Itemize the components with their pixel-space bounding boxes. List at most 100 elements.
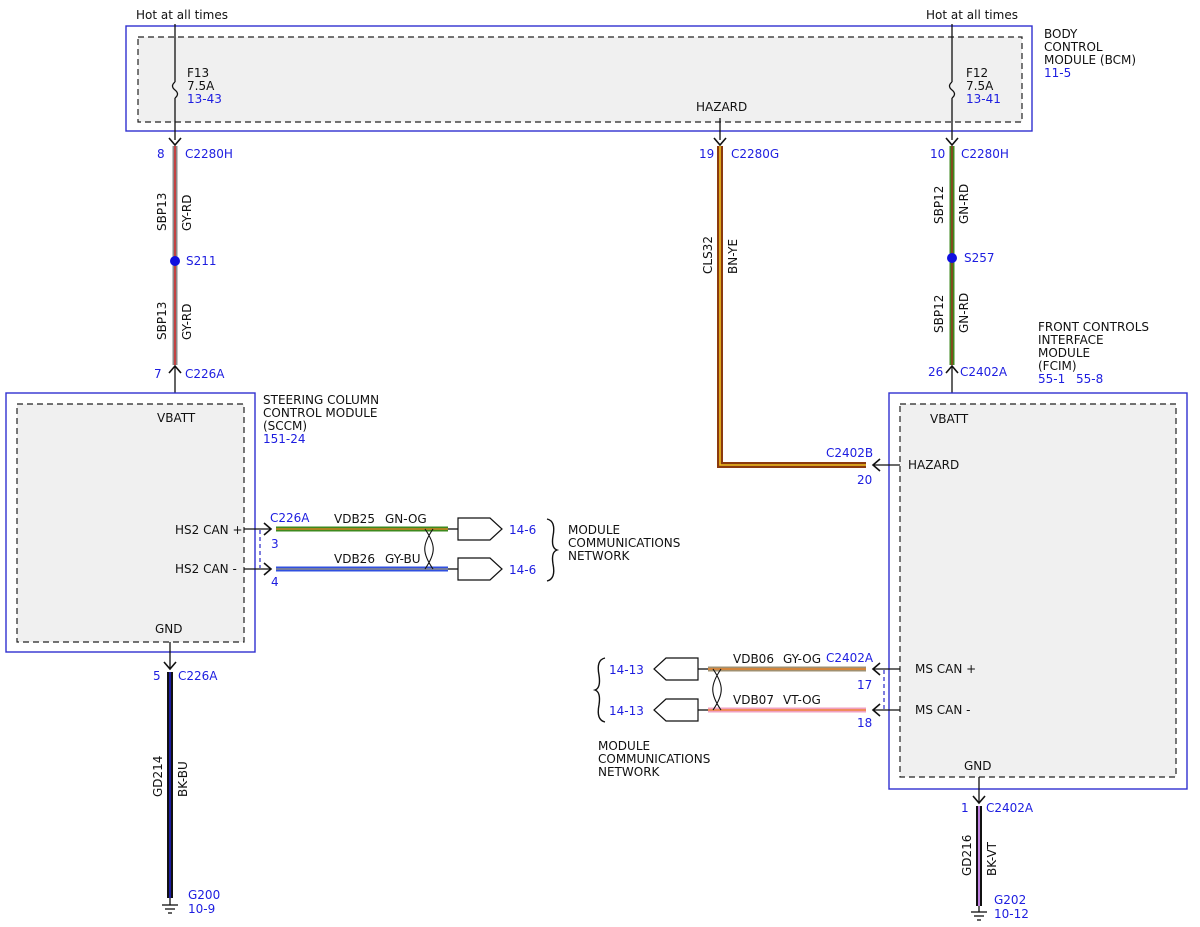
c2402b-pin: 20 xyxy=(857,473,872,487)
fuse-f12-rating: 7.5A xyxy=(966,79,994,93)
ms-plus-flag xyxy=(653,657,699,681)
c226a-gnd-name: C226A xyxy=(178,669,218,683)
ms-can-bus: C2402A 17 18 VDB06 GY-OG VDB07 VT-OG 14-… xyxy=(592,651,900,779)
bcm-name-line-3: MODULE (BCM) xyxy=(1044,53,1136,67)
fcim-pin-vbatt: VBATT xyxy=(930,412,969,426)
fuse-f13-name: F13 xyxy=(187,66,209,80)
c226a-gnd-pin: 5 xyxy=(153,669,161,683)
hs2-minus-flag xyxy=(457,557,503,581)
c2280h-right-pin: 10 xyxy=(930,147,945,161)
fcim-name-line-4: (FCIM) xyxy=(1038,359,1077,373)
ground-circuit-gd214: 5 C226A GD214 BK-BU G200 10-9 xyxy=(151,642,220,916)
hot-label-right: Hot at all times xyxy=(926,8,1018,22)
sccm-name-line-2: CONTROL MODULE xyxy=(263,406,378,420)
sccm-module: VBATT HS2 CAN + HS2 CAN - GND STEERING C… xyxy=(5,392,379,653)
fuse-f12-symbol xyxy=(948,81,956,99)
connector-c2280h-left-arrow xyxy=(168,137,182,147)
wire-gd214-color: BK-BU xyxy=(176,761,190,797)
c2280h-left-pin: 8 xyxy=(157,147,165,161)
c2280h-left-name: C2280H xyxy=(185,147,233,161)
ms-minus-flag xyxy=(653,698,699,722)
fcim-inner-box xyxy=(899,403,1177,778)
fuse-f13-ref: 13-43 xyxy=(187,92,222,106)
connector-c2280h-right-arrow xyxy=(945,137,959,147)
fcim-pin-hazard: HAZARD xyxy=(908,458,959,472)
wire-sbp13-upper-circuit: SBP13 xyxy=(155,193,169,231)
fcim-pin-gnd: GND xyxy=(964,759,992,773)
wire-cls32: CLS32 BN-YE xyxy=(701,146,866,468)
splice-s257-label: S257 xyxy=(964,251,995,265)
hs2-plus-flag xyxy=(457,517,503,541)
fuse-f12: F12 7.5A 13-41 xyxy=(948,24,1001,140)
ground-g200-name: G200 xyxy=(188,888,220,902)
c2402a-gnd-name: C2402A xyxy=(986,801,1034,815)
wire-vdb25-color: GN-OG xyxy=(385,512,427,526)
connector-c226a-can-minus-arrow xyxy=(263,562,273,576)
fcim-name-line-1: FRONT CONTROLS xyxy=(1038,320,1149,334)
bcm-name-line-2: CONTROL xyxy=(1044,40,1103,54)
sccm-pin-hs2-can-minus: HS2 CAN - xyxy=(175,562,237,576)
c2402a-top-pin: 26 xyxy=(928,365,943,379)
fcim-name-line-3: MODULE xyxy=(1038,346,1090,360)
wire-vdb26-circuit: VDB26 xyxy=(334,552,375,566)
sccm-inner-box xyxy=(16,403,245,643)
ms-network-line-1: MODULE xyxy=(598,739,650,753)
c2402a-can-pin-minus: 18 xyxy=(857,716,872,730)
ms-minus-flag-ref: 14-13 xyxy=(609,704,644,718)
bcm-hazard-label: HAZARD xyxy=(696,100,747,114)
ground-g202-name: G202 xyxy=(994,893,1026,907)
connector-c2402a-can-minus-arrow xyxy=(871,703,881,717)
ms-network-line-3: NETWORK xyxy=(598,765,661,779)
c2402a-top-name: C2402A xyxy=(960,365,1008,379)
hs2-minus-flag-ref: 14-6 xyxy=(509,563,536,577)
connector-c2280g-arrow xyxy=(713,137,727,147)
ms-twisted-pair-symbol xyxy=(712,668,722,711)
splice-s211-label: S211 xyxy=(186,254,217,268)
sccm-pin-hs2-can-plus: HS2 CAN + xyxy=(175,523,243,537)
ground-g200-ref: 10-9 xyxy=(188,902,215,916)
fcim-name-line-2: INTERFACE xyxy=(1038,333,1104,347)
hs2-twisted-pair-symbol xyxy=(424,528,434,570)
hs2-can-bus: C226A 3 4 VDB25 GN-OG VDB26 GY-BU 14-6 1… xyxy=(244,511,680,589)
fuse-f13: F13 7.5A 13-43 xyxy=(171,24,222,140)
ground-g202-ref: 10-12 xyxy=(994,907,1029,921)
connector-c2402a-gnd-arrow xyxy=(972,795,986,805)
sccm-ref: 151-24 xyxy=(263,432,306,446)
sccm-name-line-1: STEERING COLUMN xyxy=(263,393,379,407)
c226a-can-pin-plus: 3 xyxy=(271,537,279,551)
hs2-network-line-1: MODULE xyxy=(568,523,620,537)
wire-sbp12: S257 SBP12 GN-RD SBP12 GN-RD xyxy=(932,146,995,365)
sccm-name-line-3: (SCCM) xyxy=(263,419,307,433)
fuse-f12-name: F12 xyxy=(966,66,988,80)
c2280g-name: C2280G xyxy=(731,147,779,161)
wire-sbp12-upper-color: GN-RD xyxy=(957,184,971,224)
wire-vdb26-color: GY-BU xyxy=(385,552,421,566)
wire-gd216-circuit: GD216 xyxy=(960,835,974,876)
fcim-ref-a: 55-1 xyxy=(1038,372,1065,386)
ground-circuit-gd216: 1 C2402A GD216 BK-VT G202 10-12 xyxy=(960,777,1034,921)
bcm-ref: 11-5 xyxy=(1044,66,1071,80)
wire-sbp12-lower-circuit: SBP12 xyxy=(932,295,946,333)
wire-vdb07-color: VT-OG xyxy=(783,693,821,707)
wire-vdb06-color: GY-OG xyxy=(783,652,821,666)
c226a-top-pin: 7 xyxy=(154,367,162,381)
wire-cls32-color: BN-YE xyxy=(726,239,740,274)
c2402a-can-name: C2402A xyxy=(826,651,874,665)
ms-plus-flag-ref: 14-13 xyxy=(609,663,644,677)
fcim-ref-b: 55-8 xyxy=(1076,372,1103,386)
connector-c226a-can-plus-arrow xyxy=(263,522,273,536)
wire-sbp13-lower-color: GY-RD xyxy=(180,303,194,340)
wire-cls32-circuit: CLS32 xyxy=(701,236,715,274)
fuse-f13-symbol xyxy=(171,81,179,99)
c226a-can-pin-minus: 4 xyxy=(271,575,279,589)
splice-s257 xyxy=(947,253,957,263)
ms-network-line-2: COMMUNICATIONS xyxy=(598,752,710,766)
fcim-pin-ms-can-minus: MS CAN - xyxy=(915,703,971,717)
sccm-pin-gnd: GND xyxy=(155,622,183,636)
splice-s211 xyxy=(170,256,180,266)
wire-sbp13: S211 SBP13 GY-RD SBP13 GY-RD xyxy=(155,146,217,365)
c2280h-right-name: C2280H xyxy=(961,147,1009,161)
c226a-can-name: C226A xyxy=(270,511,310,525)
bcm-module: BODY CONTROL MODULE (BCM) 11-5 HAZARD xyxy=(125,25,1136,132)
